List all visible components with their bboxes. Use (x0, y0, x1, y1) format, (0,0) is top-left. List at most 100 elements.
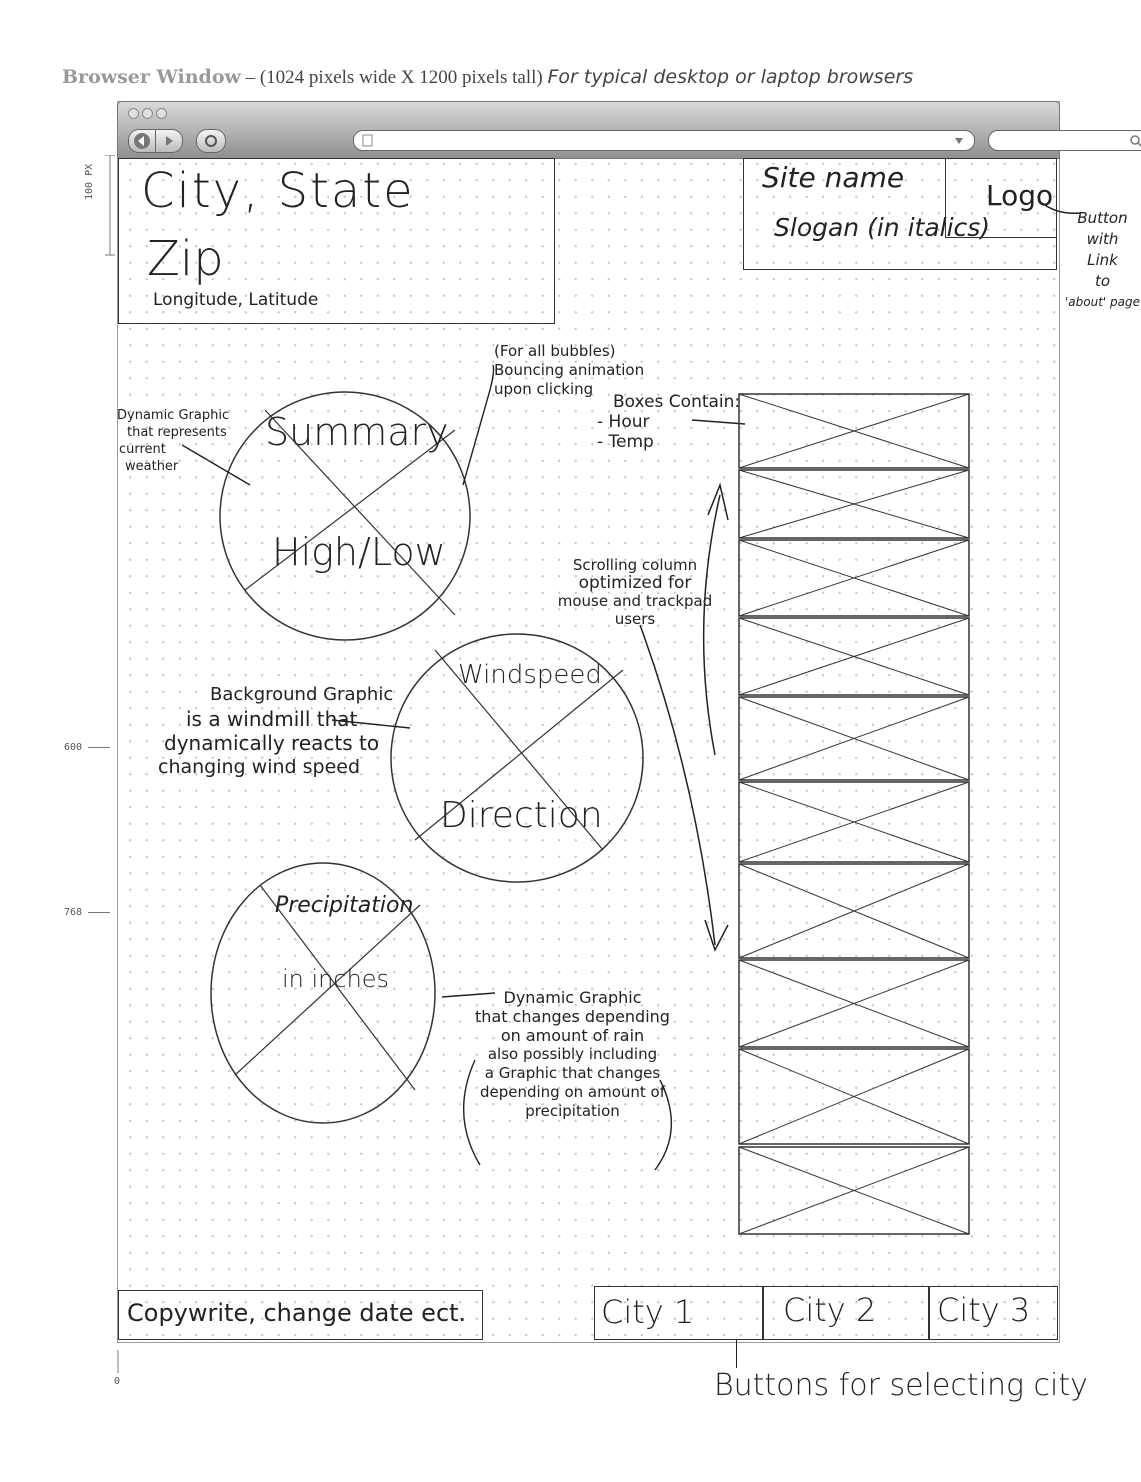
city-state-text: City, State (141, 163, 415, 219)
summary-graphic-annotation: Dynamic Graphic that represents current … (117, 407, 262, 475)
annotation-line: that changes depending (475, 1007, 670, 1026)
hour-box[interactable] (738, 1146, 970, 1235)
boxes-contain-annotation: Boxes Contain: - Hour - Temp (597, 392, 740, 452)
hour-box[interactable] (738, 393, 970, 469)
city-buttons-pointer (736, 1340, 737, 1368)
city-1-label: City 1 (601, 1293, 695, 1331)
placeholder-cross-line (738, 1146, 970, 1235)
annotation-line: Scrolling column (572, 556, 698, 574)
reload-icon (205, 135, 217, 147)
ruler-768-label: 768 (64, 907, 83, 918)
annotation-line: Bouncing animation (494, 361, 645, 379)
annotation-line: Dynamic Graphic (117, 408, 230, 423)
zip-text: Zip (147, 231, 224, 287)
window-close-dot[interactable] (128, 108, 139, 119)
hour-box[interactable] (738, 696, 970, 781)
ruler-768-tick (88, 912, 110, 913)
window-minimize-dot[interactable] (142, 108, 153, 119)
wind-bubble[interactable] (385, 630, 650, 885)
placeholder-cross-line (738, 539, 970, 617)
vertical-ruler (105, 155, 119, 1373)
precipitation-bubble[interactable] (205, 860, 445, 1130)
placeholder-cross-line (738, 1048, 970, 1145)
hour-box[interactable] (738, 617, 970, 696)
hour-box[interactable] (738, 539, 970, 617)
title-dimensions: – (1024 pixels wide X 1200 pixels tall) (240, 67, 548, 88)
title-note: For typical desktop or laptop browsers (547, 66, 914, 88)
back-arrow-icon (134, 133, 150, 149)
logo-note-line: Link (1087, 251, 1118, 269)
placeholder-cross-line (234, 904, 421, 1076)
annotation-line: changing wind speed (158, 756, 361, 778)
summary-graphic-pointer (181, 444, 251, 486)
placeholder-cross-line (738, 393, 970, 469)
annotation-line: Dynamic Graphic (503, 988, 642, 1007)
summary-bubble[interactable] (215, 390, 480, 645)
annotation-line: optimized for (578, 573, 692, 593)
placeholder-cross-line (738, 863, 970, 959)
city-3-button[interactable]: City 3 (928, 1286, 1058, 1340)
hour-boxes (738, 393, 970, 1235)
hour-box[interactable] (738, 959, 970, 1048)
dropdown-icon[interactable] (954, 136, 964, 146)
annotation-line: users (614, 610, 656, 628)
windspeed-title: Windspeed (458, 660, 602, 690)
city-3-label: City 3 (937, 1291, 1031, 1329)
bounce-annotation: (For all bubbles) Bouncing animation upo… (494, 342, 644, 399)
ruler-100px-label: 100 PX (84, 163, 95, 200)
annotation-line: (For all bubbles) (494, 342, 616, 360)
window-zoom-dot[interactable] (156, 108, 167, 119)
city-2-button[interactable]: City 2 (762, 1286, 930, 1340)
precipitation-units: in inches (282, 965, 390, 993)
rain-parentheses (462, 1059, 673, 1171)
annotation-line: that represents (127, 425, 227, 440)
address-bar[interactable] (353, 130, 975, 151)
placeholder-cross-line (738, 696, 970, 781)
reload-button[interactable] (196, 129, 226, 153)
annotation-line: current (119, 442, 166, 457)
copyright-text: Copywrite, change date ect. (127, 1299, 467, 1327)
annotation-line: upon clicking (494, 380, 594, 398)
page-title: Browser Window – (1024 pixels wide X 120… (62, 66, 913, 89)
placeholder-cross-line (264, 409, 456, 616)
annotation-line: on amount of rain (500, 1026, 645, 1045)
hour-box[interactable] (738, 469, 970, 539)
hour-box[interactable] (738, 863, 970, 959)
forward-button[interactable] (155, 129, 183, 153)
annotation-line: depending on amount of (479, 1083, 666, 1101)
placeholder-cross-line (414, 669, 624, 841)
logo-note: Button with Link to 'about' page (1064, 208, 1141, 313)
logo-text: Logo (986, 179, 1054, 212)
scroll-direction-arrow (639, 482, 729, 952)
summary-title: Summary (265, 410, 449, 454)
annotation-line: - Temp (597, 432, 654, 452)
search-field[interactable] (988, 130, 1141, 151)
browser-window (117, 101, 1060, 1343)
rain-annotation: Dynamic Graphic that changes depending o… (460, 988, 685, 1121)
boxes-contain-pointer (691, 419, 746, 425)
logo-button[interactable]: Logo (945, 158, 1057, 238)
site-name: Site name (762, 161, 905, 194)
search-icon (1130, 135, 1141, 148)
annotation-line: is a windmill that (186, 707, 358, 731)
hour-box[interactable] (738, 781, 970, 863)
city-buttons-annotation: Buttons for selecting city (714, 1368, 1088, 1403)
logo-note-arrow (1041, 202, 1081, 215)
page-icon (362, 134, 373, 147)
annotation-line: Boxes Contain: (613, 392, 741, 412)
placeholder-cross-line (259, 884, 416, 1091)
hourly-scroll-column[interactable] (735, 392, 975, 1237)
placeholder-cross-line (738, 959, 970, 1048)
coordinates-text: Longitude, Latitude (153, 290, 319, 310)
ruler-600-label: 600 (64, 742, 83, 753)
annotation-line: Background Graphic (210, 684, 394, 705)
location-box: City, State Zip Longitude, Latitude (118, 158, 555, 324)
rain-pointer (441, 992, 496, 998)
ruler-0-label: 0 (114, 1376, 121, 1387)
windmill-pointer (331, 719, 411, 729)
back-button[interactable] (128, 129, 156, 153)
hour-box[interactable] (738, 1048, 970, 1145)
city-2-label: City 2 (783, 1291, 877, 1329)
city-1-button[interactable]: City 1 (594, 1286, 764, 1340)
ruler-600-tick (88, 747, 110, 748)
